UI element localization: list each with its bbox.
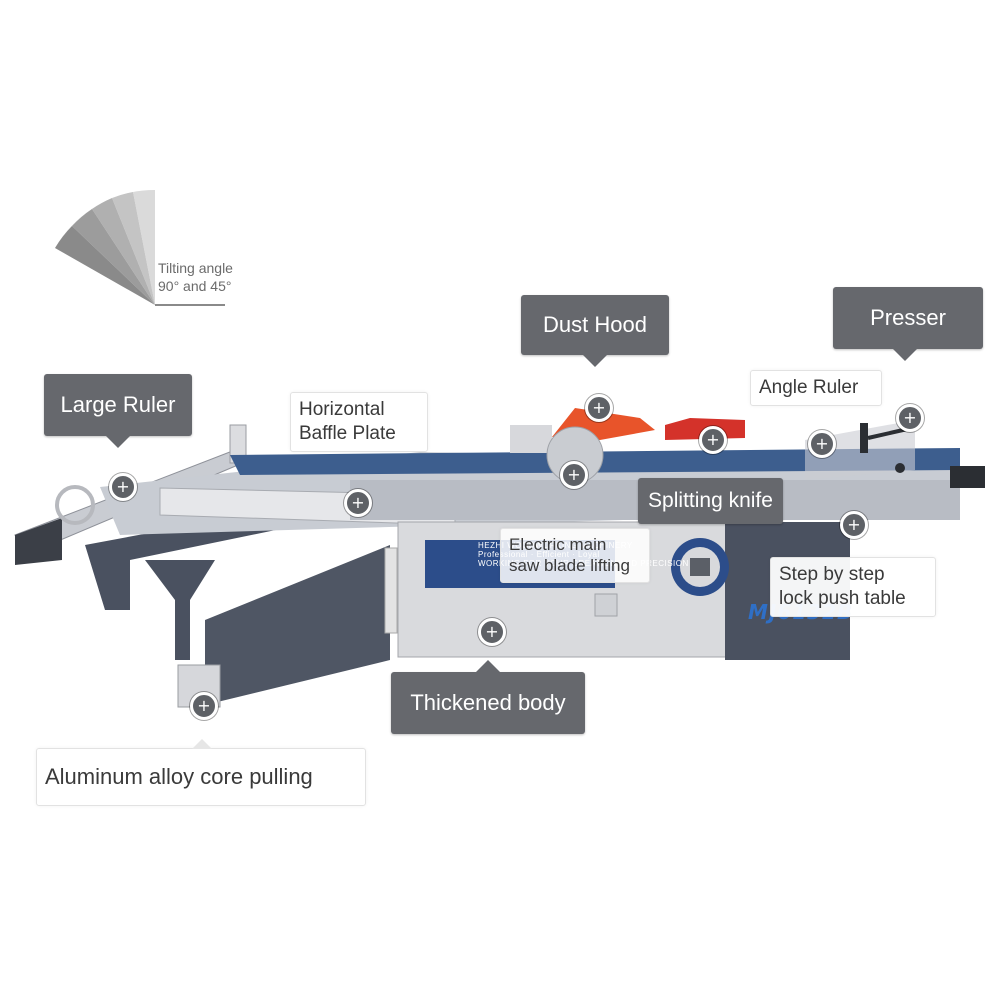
large-ruler-tag: Large Ruler — [44, 374, 192, 448]
aluminum-core-tag: Aluminum alloy core pulling — [36, 739, 366, 806]
angle-ruler-label: Angle Ruler — [759, 377, 859, 398]
angle-ruler-tag: Angle Ruler — [750, 370, 882, 406]
aluminum-core-hotspot[interactable]: + — [190, 692, 218, 720]
tilt-angle-fan-icon — [55, 189, 225, 306]
dust-hood-hotspot[interactable]: + — [585, 394, 613, 422]
tilt-angle-line2: 90° and 45° — [158, 278, 232, 294]
splitting-knife-label: Splitting knife — [648, 489, 773, 512]
sliding-table-frame — [85, 505, 398, 708]
dust-hood-tag: Dust Hood — [521, 295, 669, 367]
electric-main-line1: Electric main — [509, 535, 607, 554]
thickened-body-hotspot[interactable]: + — [478, 618, 506, 646]
large-ruler-hotspot[interactable]: + — [109, 473, 137, 501]
horizontal-baffle-hotspot[interactable]: + — [344, 489, 372, 517]
splitting-knife-tag: Splitting knife — [638, 478, 783, 524]
tilt-angle-caption: Tilting angle 90° and 45° — [158, 259, 233, 295]
blade-guard-hotspot[interactable]: + — [699, 426, 727, 454]
large-ruler-label: Large Ruler — [60, 392, 176, 417]
dust-hood-label: Dust Hood — [543, 312, 647, 337]
angle-ruler-hotspot[interactable]: + — [808, 430, 836, 458]
step-lock-line2: lock push table — [779, 587, 906, 609]
thickened-body-label: Thickened body — [410, 690, 566, 715]
horizontal-baffle-line1: Horizontal — [299, 399, 385, 420]
aluminum-core-label: Aluminum alloy core pulling — [45, 764, 313, 790]
horizontal-baffle-tag: Horizontal Baffle Plate — [290, 392, 428, 452]
presser-tag: Presser — [833, 287, 983, 361]
presser-label: Presser — [870, 305, 946, 330]
tilt-angle-line1: Tilting angle — [158, 260, 233, 276]
electric-main-line2: saw blade lifting — [509, 556, 630, 576]
electric-main-tag: Electric main saw blade lifting — [500, 528, 650, 583]
step-lock-line1: Step by step — [779, 564, 885, 585]
step-lock-tag: Step by step lock push table — [770, 557, 936, 617]
thickened-body-tag: Thickened body — [391, 660, 585, 734]
presser-hotspot[interactable]: + — [896, 404, 924, 432]
electric-main-hotspot[interactable]: + — [560, 461, 588, 489]
horizontal-baffle-line2: Baffle Plate — [299, 422, 396, 444]
step-lock-hotspot[interactable]: + — [840, 511, 868, 539]
